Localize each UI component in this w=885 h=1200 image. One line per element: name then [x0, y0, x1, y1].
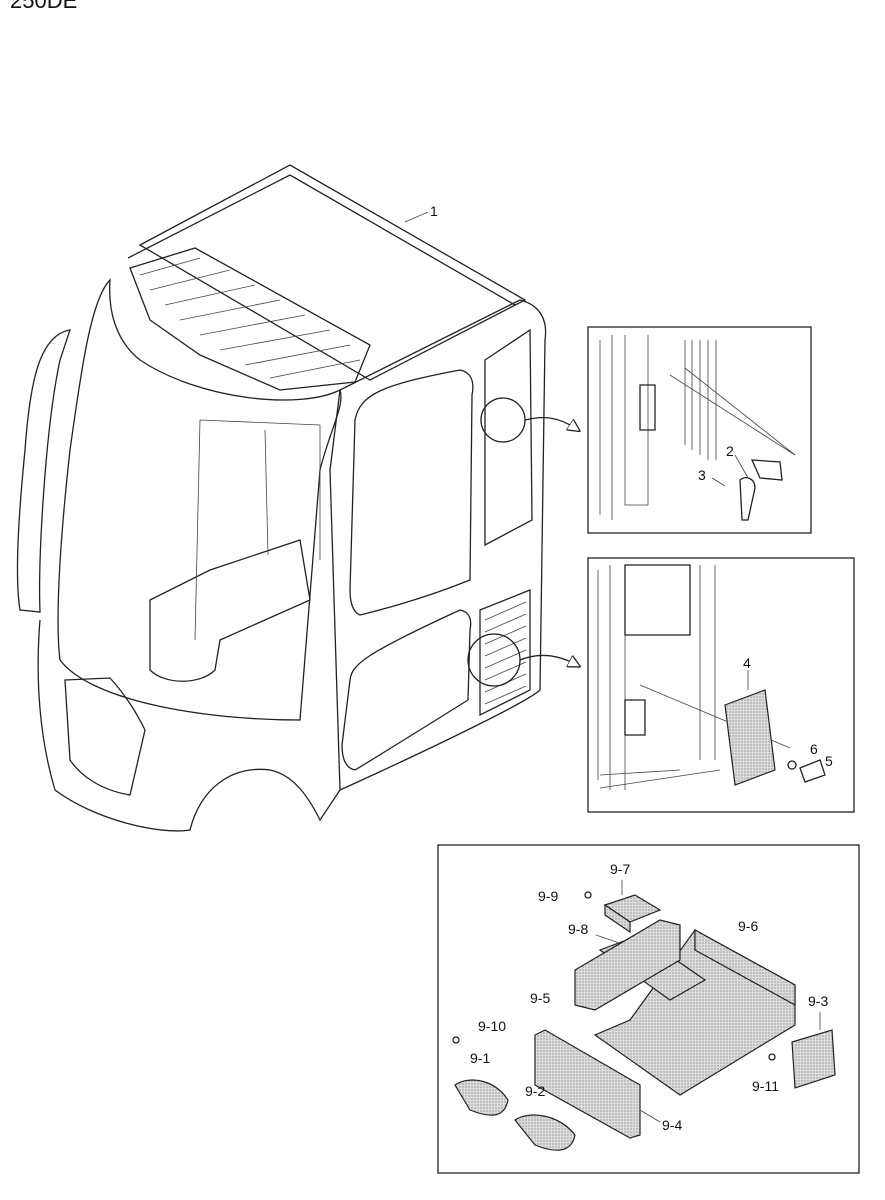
label-4: 4 — [743, 655, 751, 671]
detail-box-filter: 4 6 5 — [587, 557, 855, 813]
cab-left-grab-rail — [16, 329, 71, 613]
cab-roof — [138, 164, 527, 381]
cab-vent-grille — [479, 589, 531, 717]
filter-latch-bracket — [624, 699, 646, 736]
cab-windshield — [57, 278, 342, 721]
cab-skylight — [129, 247, 371, 391]
label-cab: 1 — [430, 203, 438, 219]
label-9-8: 9-8 — [568, 921, 588, 937]
cab-air-filter — [724, 689, 776, 786]
label-9-10: 9-10 — [478, 1018, 506, 1034]
pad-9-4 — [534, 1029, 641, 1139]
cab-assembly: 1 — [16, 164, 575, 832]
bolt-9-11 — [768, 1053, 776, 1061]
wing-bolt-part — [799, 759, 826, 783]
cab-side-panel — [329, 299, 547, 791]
label-9-1: 9-1 — [470, 1050, 490, 1066]
pad-9-1 — [454, 1079, 509, 1116]
cab-interior-console — [149, 539, 311, 682]
latch-part — [750, 459, 783, 481]
model-title: 250DE — [10, 0, 78, 13]
cab-door-lower-window — [341, 609, 472, 771]
arrow-to-hinge-detail — [524, 417, 575, 428]
pad-9-2 — [514, 1114, 576, 1151]
pad-9-5 — [574, 919, 681, 1011]
label-9-4: 9-4 — [662, 1117, 682, 1133]
washer-part — [787, 760, 797, 770]
detail-box-pads: 9-7 9-9 9-6 9-8 9-5 9-3 9-11 9-4 9-10 9-… — [437, 844, 860, 1174]
hinge-part — [639, 384, 656, 431]
label-9-5: 9-5 — [530, 990, 550, 1006]
cab-lower-body — [37, 619, 341, 832]
label-2: 2 — [726, 443, 734, 459]
label-9-2: 9-2 — [525, 1083, 545, 1099]
detail-circle-filter — [467, 633, 521, 687]
filter-bracket — [624, 564, 691, 636]
cab-front-panel — [64, 677, 146, 796]
label-3: 3 — [698, 467, 706, 483]
label-9-11: 9-11 — [752, 1078, 779, 1094]
bolt-9-9 — [584, 891, 592, 899]
detail-circle-hinge — [480, 397, 526, 443]
label-9-7: 9-7 — [610, 861, 630, 877]
label-9-3: 9-3 — [808, 993, 828, 1009]
label-9-9: 9-9 — [538, 888, 558, 904]
bolt-9-10 — [452, 1036, 460, 1044]
detail-box-hinge: 2 3 — [587, 326, 812, 534]
pad-9-3 — [791, 1029, 836, 1089]
label-6: 6 — [810, 741, 818, 757]
arrow-to-filter-detail — [519, 654, 575, 664]
cab-door-upper-window — [349, 369, 474, 616]
lever-part — [739, 477, 756, 521]
label-9-6: 9-6 — [738, 918, 758, 934]
cab-rear-glass — [484, 328, 533, 547]
label-5: 5 — [825, 753, 833, 769]
